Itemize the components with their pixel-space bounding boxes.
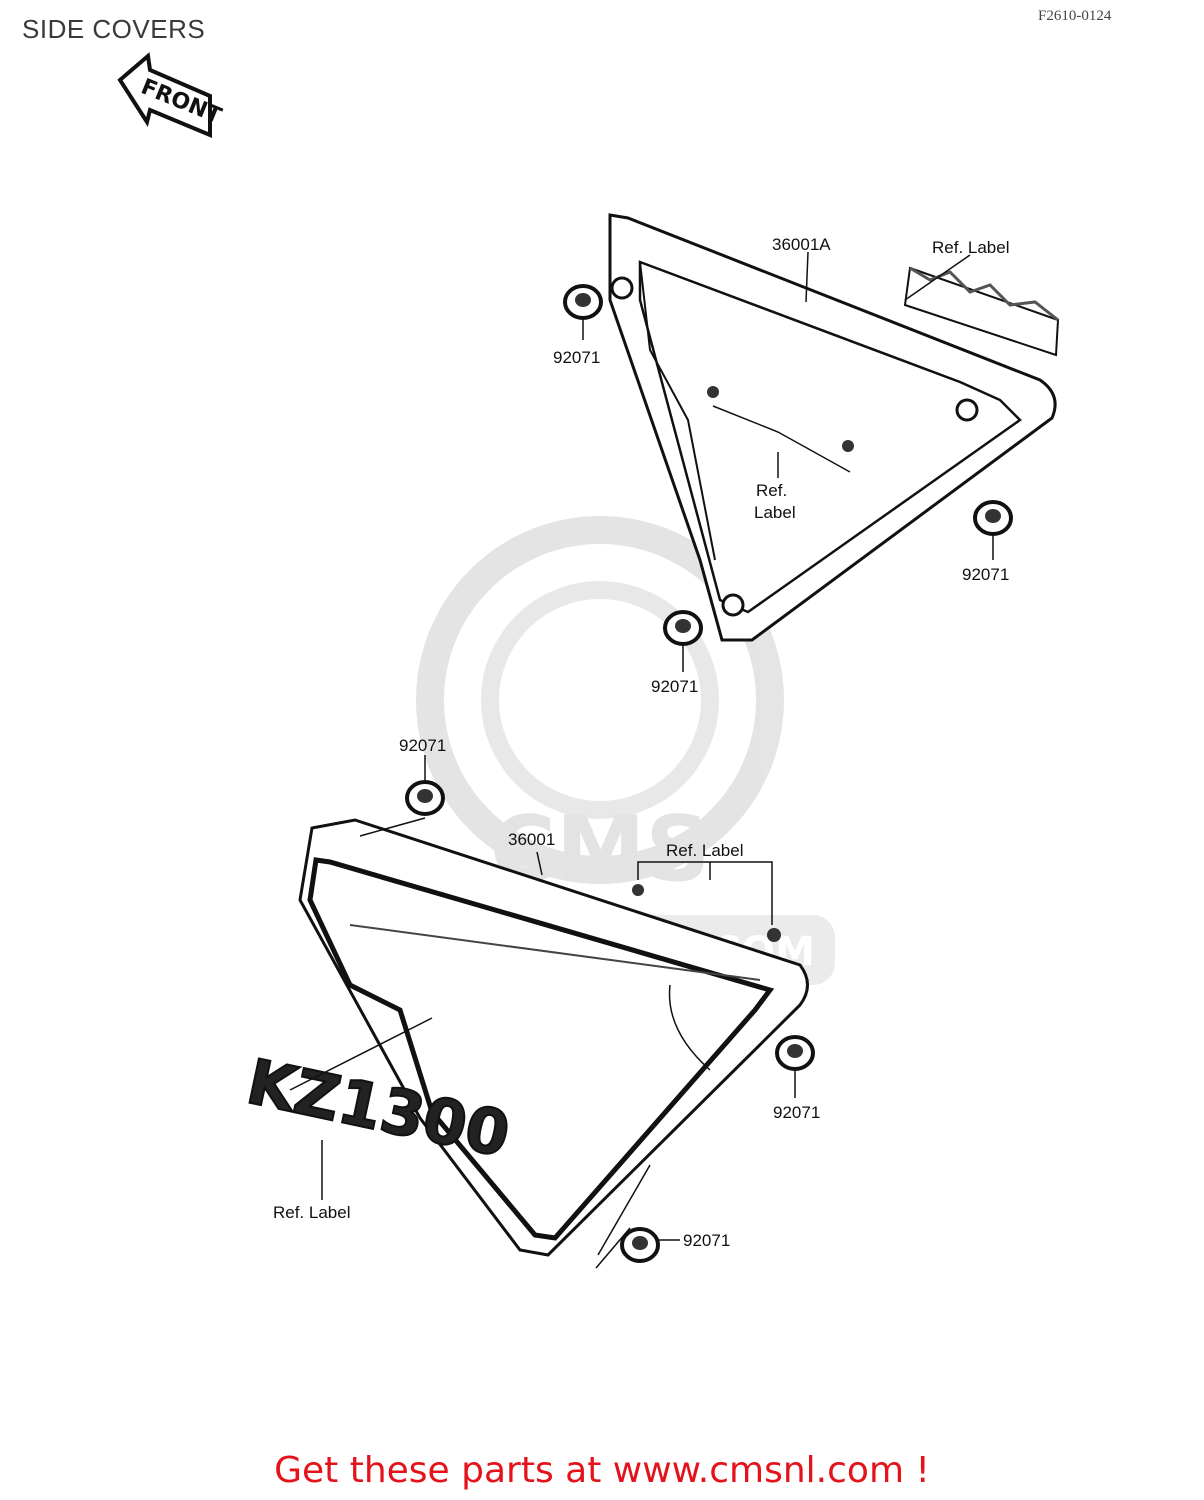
side-cover-lower (298, 818, 809, 1257)
callout-ref-label-upper: Ref. Label (932, 238, 1010, 257)
lower-leaders (289, 755, 796, 1269)
callout-92071: 92071 (553, 348, 600, 367)
upper-leaders (582, 251, 994, 672)
grommet-icon (663, 610, 703, 646)
callout-ref: Ref. (756, 481, 787, 500)
cta-link[interactable]: Get these parts at www.cmsnl.com ! (274, 1450, 930, 1491)
grommet-icon (775, 1035, 815, 1071)
page-title: SIDE COVERS (22, 14, 206, 44)
callout-label: Label (754, 503, 796, 522)
callout-92071: 92071 (773, 1103, 820, 1122)
side-cover-upper (608, 213, 1060, 642)
front-arrow-icon: FRONT (117, 52, 225, 138)
callout-36001: 36001 (508, 830, 555, 849)
callout-36001a: 36001A (772, 235, 831, 254)
grommet-icon (563, 284, 603, 320)
callout-ref-label-lower: Ref. Label (666, 841, 744, 860)
figure-code: F2610-0124 (1038, 8, 1112, 24)
callout-92071: 92071 (399, 736, 446, 755)
callout-92071: 92071 (683, 1231, 730, 1250)
grommet-icon (405, 780, 445, 816)
grommet-icon (620, 1227, 660, 1263)
callout-92071: 92071 (962, 565, 1009, 584)
callout-92071: 92071 (651, 677, 698, 696)
grommet-icon (973, 500, 1013, 536)
callout-ref-label-emblem: Ref. Label (273, 1203, 351, 1222)
